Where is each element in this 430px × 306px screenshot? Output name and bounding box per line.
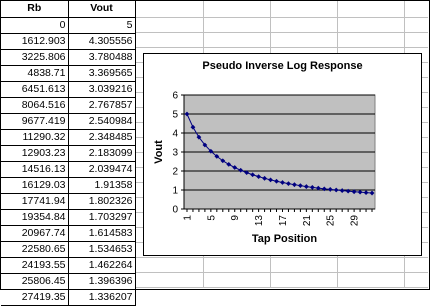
x-tick-label: 25 <box>326 215 337 227</box>
x-tick-label: 1 <box>182 215 193 221</box>
cell-rb[interactable]: 27419.35 <box>1 289 69 306</box>
cell-rb[interactable]: 16129.03 <box>1 177 69 194</box>
y-tick-label: 4 <box>172 129 178 140</box>
cell-vout[interactable]: 1.91358 <box>68 177 136 194</box>
cell-rb[interactable]: 0 <box>1 17 69 34</box>
cell-rb[interactable]: 14516.13 <box>1 161 69 178</box>
data-point <box>220 158 226 164</box>
cell-rb[interactable]: 25806.45 <box>1 273 69 290</box>
data-point <box>238 167 244 173</box>
x-axis-label: Tap Position <box>252 233 317 245</box>
cell-rb[interactable]: 6451.613 <box>1 81 69 98</box>
cell-vout[interactable]: 4.305556 <box>68 33 136 50</box>
cell-vout[interactable]: 3.039216 <box>68 81 136 98</box>
x-tick-label: 21 <box>302 215 313 227</box>
cell-vout[interactable]: 2.183099 <box>68 145 136 162</box>
y-axis-label: Vout <box>153 140 165 164</box>
cell-rb[interactable]: 3225.806 <box>1 49 69 66</box>
y-tick-label: 5 <box>172 110 178 121</box>
chart-title: Pseudo Inverse Log Response <box>202 60 363 72</box>
cell-vout[interactable]: 2.767857 <box>68 97 136 114</box>
sheet-row-line <box>135 287 428 288</box>
x-tick-label: 17 <box>278 215 289 227</box>
y-tick-label: 2 <box>172 167 178 178</box>
cell-vout[interactable]: 1.534653 <box>68 241 136 258</box>
cell-vout[interactable]: 3.369565 <box>68 65 136 82</box>
data-point <box>202 142 208 148</box>
sheet-row-line <box>135 47 428 48</box>
data-point <box>214 154 220 159</box>
cell-vout[interactable]: 1.614583 <box>68 225 136 242</box>
cell-rb[interactable]: 9677.419 <box>1 113 69 130</box>
cell-rb[interactable]: 20967.74 <box>1 225 69 242</box>
cell-vout[interactable]: 2.540984 <box>68 113 136 130</box>
data-point <box>208 148 214 154</box>
sheet-row-line <box>135 17 428 18</box>
x-tick-label: 5 <box>206 215 217 221</box>
y-tick-label: 3 <box>172 148 178 159</box>
x-tick-label: 13 <box>254 215 265 227</box>
table-header-row: Rb Vout <box>1 1 136 18</box>
data-point <box>232 165 238 170</box>
cell-rb[interactable]: 12903.23 <box>1 145 69 162</box>
cell-vout[interactable]: 1.802326 <box>68 193 136 210</box>
data-point <box>274 178 279 184</box>
cell-vout[interactable]: 3.780488 <box>68 49 136 66</box>
cell-vout[interactable]: 2.039474 <box>68 161 136 178</box>
y-tick-label: 6 <box>172 91 178 102</box>
cell-vout[interactable]: 5 <box>68 17 136 34</box>
cell-rb[interactable]: 11290.32 <box>1 129 69 146</box>
data-point <box>244 170 250 176</box>
cell-vout[interactable]: 1.462264 <box>68 257 136 274</box>
cell-rb[interactable]: 22580.65 <box>1 241 69 258</box>
cell-vout[interactable]: 1.396396 <box>68 273 136 290</box>
cell-rb[interactable]: 24193.55 <box>1 257 69 274</box>
cell-rb[interactable]: 4838.71 <box>1 65 69 82</box>
y-tick-label: 1 <box>172 186 178 197</box>
cell-rb[interactable]: 19354.84 <box>1 209 69 226</box>
data-point <box>184 111 190 117</box>
cell-vout[interactable]: 1.336207 <box>68 289 136 306</box>
cell-rb[interactable]: 17741.94 <box>1 193 69 210</box>
data-point <box>226 161 232 167</box>
cell-vout[interactable]: 2.348485 <box>68 129 136 146</box>
data-point <box>190 124 196 130</box>
x-tick-label: 9 <box>230 215 241 221</box>
sheet-row-line <box>135 272 428 273</box>
cell-rb[interactable]: 1612.903 <box>1 33 69 50</box>
y-tick-label: 0 <box>172 205 178 216</box>
data-point <box>250 172 256 178</box>
sheet-row-line <box>135 257 428 258</box>
data-point <box>196 134 202 140</box>
cell-rb[interactable]: 8064.516 <box>1 97 69 114</box>
x-tick-label: 29 <box>350 215 361 227</box>
cell-vout[interactable]: 1.703297 <box>68 209 136 226</box>
column-header-rb[interactable]: Rb <box>1 1 69 18</box>
column-header-vout[interactable]: Vout <box>68 1 136 18</box>
sheet-row-line <box>135 32 428 33</box>
